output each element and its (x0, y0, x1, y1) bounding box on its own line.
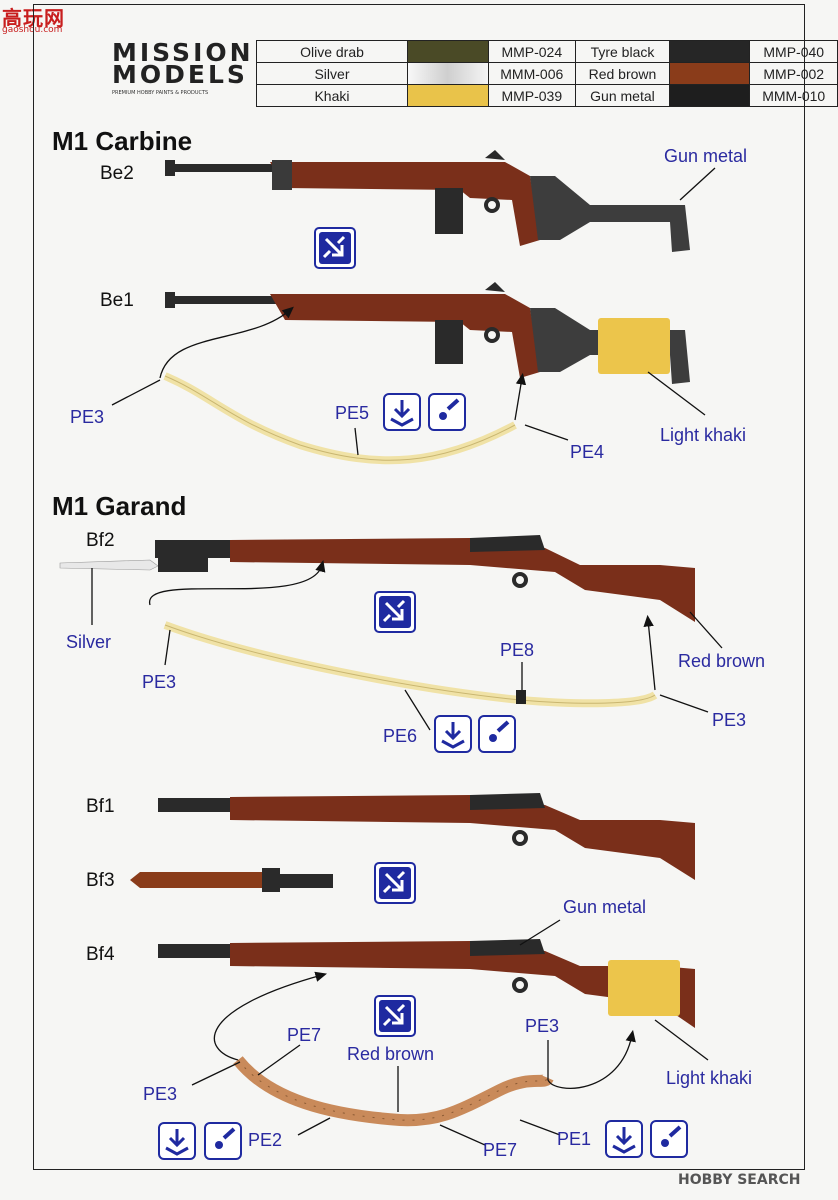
note-gun-metal: Gun metal (664, 146, 748, 166)
note-pe1: PE1 (557, 1129, 592, 1149)
glue-icon (650, 1120, 688, 1158)
note-red-brown: Red brown (347, 1044, 435, 1064)
bend-icon (605, 1120, 643, 1158)
part-label-be2: Be2 (100, 163, 134, 184)
garand-bf1 (158, 793, 695, 880)
assembly-icon (374, 862, 416, 904)
note-gun-metal: Gun metal (563, 897, 647, 917)
note-pe3: PE3 (712, 710, 747, 730)
bend-icon (158, 1122, 196, 1160)
note-light-khaki: Light khaki (660, 425, 747, 445)
part-label-bf3: Bf3 (86, 870, 115, 891)
garand-bf4 (158, 939, 695, 1028)
watermark-url: gaoshou.com (2, 25, 63, 35)
note-pe3: PE3 (525, 1016, 560, 1036)
glue-icon (478, 715, 516, 753)
paint-swatch (668, 84, 751, 107)
paint-swatch (668, 40, 751, 63)
paint-row: Khaki MMP-039 Gun metal MMM-010 (256, 84, 838, 107)
assembly-icon (374, 995, 416, 1037)
note-pe5: PE5 (335, 403, 370, 423)
note-pe7: PE7 (287, 1025, 322, 1045)
paint-name: Tyre black (575, 40, 670, 63)
part-label-bf1: Bf1 (86, 796, 115, 817)
page-frame (33, 4, 805, 1170)
part-label-bf4: Bf4 (86, 944, 115, 965)
paint-swatch (406, 84, 489, 107)
glue-icon (204, 1122, 242, 1160)
paint-row: Olive drab MMP-024 Tyre black MMP-040 (256, 40, 838, 63)
note-silver: Silver (66, 632, 112, 652)
bend-icon (434, 715, 472, 753)
paint-name: Khaki (256, 84, 408, 107)
brand-line1: MISSION (112, 38, 254, 67)
part-label-bf2: Bf2 (86, 530, 115, 551)
leader-line (679, 167, 716, 201)
paint-name: Gun metal (575, 84, 670, 107)
bend-icon (383, 393, 421, 431)
carbine-be1 (165, 282, 690, 384)
assembly-icon (314, 227, 356, 269)
garand-bf2 (59, 535, 695, 622)
footer-watermark: HOBBY SEARCH (678, 1172, 801, 1188)
assembly-icon (374, 591, 416, 633)
brand-tagline: PREMIUM HOBBY PAINTS & PRODUCTS (112, 90, 209, 96)
paint-table: Olive drab MMP-024 Tyre black MMP-040 Si… (256, 40, 838, 107)
paint-code: MMP-040 (749, 40, 838, 63)
part-label-be1: Be1 (100, 290, 134, 311)
note-pe6: PE6 (383, 726, 418, 746)
carbine-be2 (165, 150, 690, 252)
paint-code: MMM-010 (749, 84, 838, 107)
paint-swatch (406, 62, 489, 85)
note-red-brown: Red brown (678, 651, 766, 671)
brand-line2: MODELS (112, 60, 248, 89)
bayonet-bf3 (130, 868, 333, 892)
note-pe7: PE7 (483, 1140, 518, 1160)
glue-icon (428, 393, 466, 431)
note-pe2: PE2 (248, 1130, 283, 1150)
note-pe8: PE8 (500, 640, 535, 660)
note-pe3: PE3 (70, 407, 105, 427)
section-title-garand: M1 Garand (52, 491, 187, 521)
note-pe3: PE3 (142, 672, 177, 692)
note-pe4: PE4 (570, 442, 605, 462)
note-light-khaki: Light khaki (666, 1068, 753, 1088)
note-pe3: PE3 (143, 1084, 178, 1104)
section-title-carbine: M1 Carbine (52, 126, 193, 156)
